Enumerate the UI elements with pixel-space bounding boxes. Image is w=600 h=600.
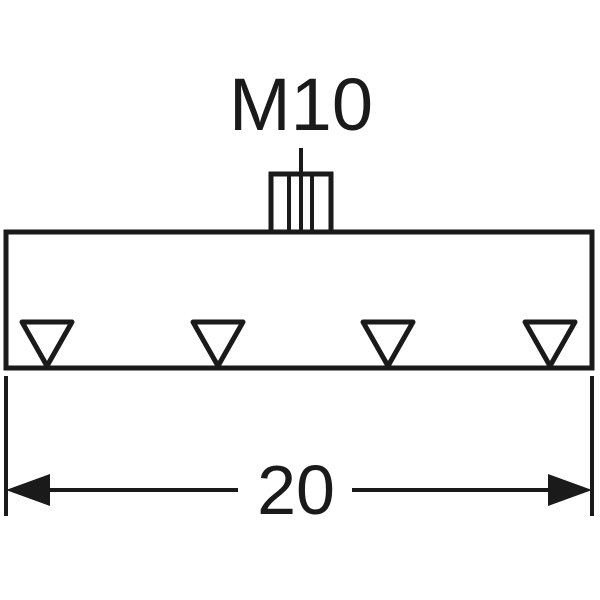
v-notch — [190, 319, 246, 369]
overall-dimension-label: 20 — [257, 451, 335, 529]
dimension-arrowhead-left — [6, 474, 50, 506]
dimension-arrowhead-right — [548, 474, 592, 506]
threaded-stud — [268, 171, 334, 234]
v-notch — [19, 319, 75, 369]
thread-callout-label: M10 — [229, 63, 373, 146]
overall-length-dimension — [6, 474, 592, 506]
v-notch-group — [19, 319, 578, 369]
v-notch — [360, 319, 416, 369]
dimension-extension-lines — [4, 376, 594, 516]
stud-outline — [268, 171, 334, 234]
v-notch — [522, 319, 578, 369]
rail-body-outline — [3, 229, 595, 371]
